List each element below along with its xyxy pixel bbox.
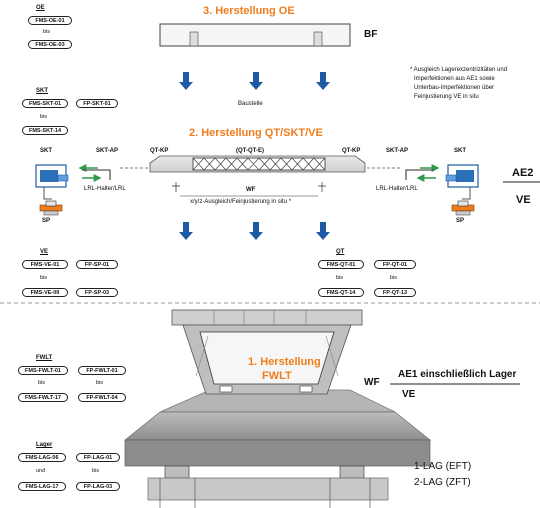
skt-list-item: FMS-SKT-01 <box>22 99 68 108</box>
qt-qt-e-label: (QT-QT-E) <box>236 148 264 154</box>
lag-label: 2-LAG (ZFT) <box>414 477 471 488</box>
fwlt-list-item: bis <box>96 380 104 386</box>
bf-slab-notch-right <box>313 31 323 47</box>
wf-label: WF <box>246 187 256 193</box>
ve-list-item: FMS-VE-09 <box>22 288 68 297</box>
qt-list-item: bis <box>390 275 398 281</box>
bf-slab <box>159 23 351 47</box>
note-line: * Ausgleich Lagerexzentrizitäten und <box>410 67 508 73</box>
lager-list-item: bis <box>92 468 100 474</box>
down-arrow-icon <box>316 222 330 240</box>
stage1-title-line1: 1. Herstellung <box>248 356 321 368</box>
green-arrows-right <box>416 164 440 182</box>
skt-right-label: SKT <box>454 148 466 154</box>
qt-kp-right-label: QT-KP <box>342 148 361 154</box>
lag-label: 1-LAG (EFT) <box>414 461 472 472</box>
down-arrows-row2 <box>179 222 330 240</box>
qt-list-item: FP-QT-13 <box>374 288 416 297</box>
down-arrow-icon <box>249 72 263 90</box>
ae2-bottom: VE <box>516 194 531 206</box>
qt-kp-left-label: QT-KP <box>150 148 169 154</box>
adjust-icons <box>172 182 326 192</box>
down-arrow-icon <box>179 222 193 240</box>
stage2-title: 2. Herstellung QT/SKT/VE <box>189 127 323 139</box>
note-line: Unterbau-Imperfektionen über <box>414 85 495 91</box>
down-arrows-row1 <box>179 72 330 90</box>
skt-list-item: bis <box>40 114 48 120</box>
skt-list-header: SKT <box>36 88 48 94</box>
fwlt-list-item: FMS-FWLT-17 <box>18 393 68 402</box>
stage3-title: 3. Herstellung OE <box>203 5 295 17</box>
lager-list-item: FP-LAG-01 <box>76 453 120 462</box>
oe-list-item: FMS-OE-01 <box>28 16 72 25</box>
lrl-left-label: LRL-Halter/LRL <box>84 186 126 192</box>
ve-list-item: FP-SP-03 <box>76 288 118 297</box>
sp-right-label: SP <box>456 218 465 224</box>
qt-list-item: FP-QT-01 <box>374 260 416 269</box>
baustelle-label: Baustelle <box>238 101 263 107</box>
ve-list-item: bis <box>40 275 48 281</box>
green-arrows-left <box>78 164 102 182</box>
ae2-top: AE2 <box>512 167 534 179</box>
skt-right-assembly <box>445 164 479 216</box>
lrl-holder-right <box>405 169 434 180</box>
bf-slab-notch-left <box>189 31 199 47</box>
note-line: Imperfektionen aus AE1 sowie <box>414 76 495 82</box>
lager-list-item: FP-LAG-03 <box>76 482 120 491</box>
down-arrow-icon <box>249 222 263 240</box>
down-arrow-icon <box>179 72 193 90</box>
stage1-title-line2: FWLT <box>262 370 292 382</box>
fwlt-list-item: FP-FWLT-01 <box>78 366 126 375</box>
sp-left-label: SP <box>42 218 51 224</box>
fwlt-trough <box>171 309 363 395</box>
ve-list-header: VE <box>40 249 49 255</box>
qt-list-item: FMS-QT-14 <box>318 288 364 297</box>
ae1-bottom: VE <box>402 389 416 400</box>
fwlt-list-item: FP-FWLT-04 <box>78 393 126 402</box>
skt-left-assembly <box>35 164 69 216</box>
oe-list-item: FMS-OE-03 <box>28 40 72 49</box>
qt-list-item: bis <box>336 275 344 281</box>
lager-list-header: Lager <box>36 442 53 448</box>
oe-list-item: bis <box>43 29 51 35</box>
ae1-top: AE1 einschließlich Lager <box>398 369 517 380</box>
adjust-label: x/y/z-Ausgleich/Feinjustierung in situ * <box>190 199 292 205</box>
skt-ap-left-label: SKT-AP <box>96 148 119 154</box>
base-pedestal <box>124 389 431 508</box>
fwlt-list-item: bis <box>38 380 46 386</box>
lager-list-item: und <box>36 468 46 474</box>
ae1-left: WF <box>364 377 380 388</box>
ve-list-item: FP-SP-01 <box>76 260 118 269</box>
skt-left-label: SKT <box>40 148 52 154</box>
lrl-right-label: LRL-Halter/LRL <box>376 186 418 192</box>
skt-list-item: FMS-SKT-14 <box>22 126 68 135</box>
fwlt-list-header: FWLT <box>36 355 53 361</box>
lager-list-item: FMS-LAG-06 <box>18 453 66 462</box>
down-arrow-icon <box>316 72 330 90</box>
skt-list-item: FP-SKT-01 <box>76 99 118 108</box>
ve-list-item: FMS-VE-01 <box>22 260 68 269</box>
qt-list-header: QT <box>336 249 345 255</box>
qt-list-item: FMS-QT-01 <box>318 260 364 269</box>
qt-ve-element <box>149 155 366 173</box>
lager-list-item: FMS-LAG-17 <box>18 482 66 491</box>
skt-ap-right-label: SKT-AP <box>386 148 409 154</box>
fwlt-list-item: FMS-FWLT-01 <box>18 366 68 375</box>
bf-label: BF <box>364 29 378 40</box>
lrl-holder-left <box>82 169 111 180</box>
note-line: Feinjustierung VE in situ <box>414 94 479 100</box>
oe-list-header: OE <box>36 5 45 11</box>
